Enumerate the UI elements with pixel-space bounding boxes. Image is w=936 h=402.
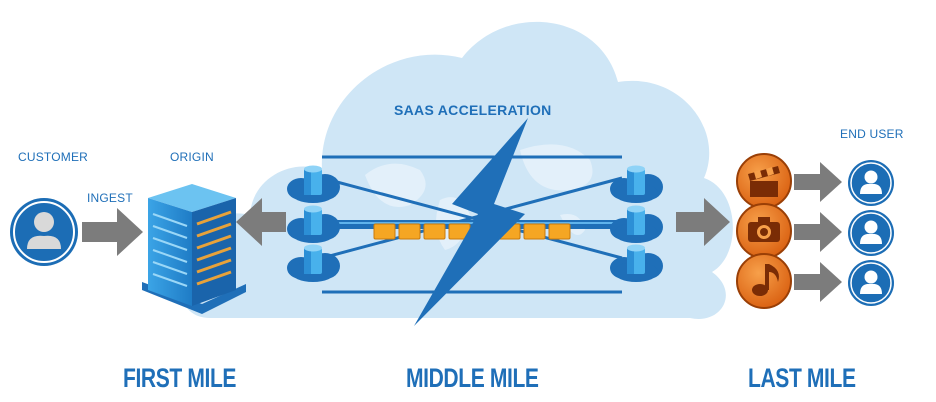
ingest-label: INGEST	[87, 191, 133, 205]
end-user-avatars	[847, 159, 895, 307]
saas-acceleration-label: SAAS ACCELERATION	[394, 102, 552, 118]
ingest-arrow-icon	[82, 208, 143, 256]
first-mile-heading: FIRST MILE	[123, 363, 237, 393]
camera-icon	[736, 203, 792, 259]
origin-return-arrow-icon	[236, 198, 286, 246]
music-note-icon	[736, 253, 792, 309]
delivery-arrow-icon	[676, 198, 730, 246]
media-icons	[736, 153, 792, 309]
end-user-avatar-icon	[847, 159, 895, 207]
origin-label: ORIGIN	[170, 150, 214, 164]
end-user-label: END USER	[840, 127, 904, 141]
customer-avatar-icon	[10, 198, 78, 266]
end-user-avatar-icon	[847, 209, 895, 257]
edge-servers-right	[610, 165, 663, 282]
edge-servers-left	[287, 165, 340, 282]
end-user-avatar-icon	[847, 259, 895, 307]
end-user-arrows	[794, 162, 842, 302]
origin-server-icon	[142, 184, 246, 314]
middle-mile-links	[321, 155, 623, 294]
clapperboard-icon	[736, 153, 792, 209]
middle-mile-heading: MIDDLE MILE	[406, 363, 539, 393]
lightning-bolt-icon	[414, 118, 528, 326]
customer-label: CUSTOMER	[18, 150, 89, 164]
last-mile-heading: LAST MILE	[748, 363, 856, 393]
